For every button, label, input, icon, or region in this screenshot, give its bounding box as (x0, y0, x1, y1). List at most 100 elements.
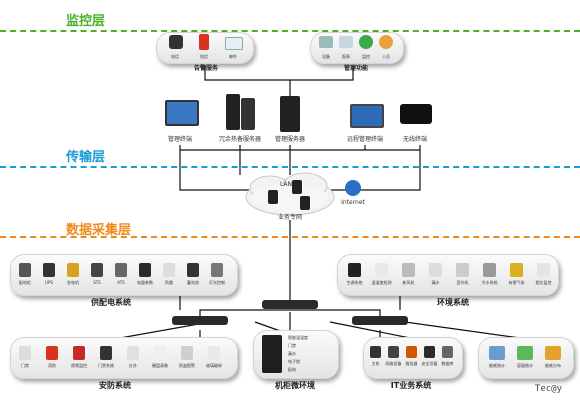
security-item-label: 门禁 (21, 363, 29, 368)
email-icon (225, 37, 243, 50)
rack-item-label: 门禁 (288, 343, 296, 348)
power-caption: 供配电系统 (91, 298, 131, 307)
it-device-icon (388, 346, 399, 358)
security-item-label: 玻璃破碎 (206, 363, 222, 368)
security-item-label: 防盗报警 (179, 363, 195, 368)
layer-title-monitor: 监控层 (66, 14, 106, 29)
power-device-icon (187, 263, 199, 277)
business-network-label: 业务专网 (277, 214, 302, 221)
env-item-label: 空调系统 (346, 280, 363, 285)
manage-item-2: 报表 (342, 54, 350, 59)
env-item-label: 新风机 (402, 280, 415, 285)
env-device-icon (375, 263, 388, 277)
network-switch-icon-left (172, 316, 228, 325)
stats-item-label: 能耗分布 (545, 363, 561, 368)
env-item-label: 漏水 (431, 280, 440, 285)
security-device-icon (100, 346, 112, 360)
env-device-icon (510, 263, 523, 277)
env-item-label: 温湿度检测 (371, 280, 392, 285)
it-device-icon (406, 346, 417, 358)
env-item-label: 室外机 (456, 280, 469, 285)
power-device-icon (91, 263, 103, 277)
stats-device-icon (489, 346, 505, 360)
internet-label: Internet (341, 199, 365, 206)
env-device-icon (483, 263, 496, 277)
laptop-icon (350, 104, 384, 128)
monitor-icon (359, 35, 373, 49)
network-switch-icon-right (352, 316, 408, 325)
rack-cabinet-icon (262, 335, 282, 373)
power-device-icon (115, 263, 127, 277)
security-item-label: 硬盘录像 (152, 363, 168, 368)
server-label-3: 管理服务器 (274, 136, 305, 143)
env-item-label: 相位监控 (535, 280, 552, 285)
security-item-label: 门禁系统 (98, 363, 114, 368)
it-item-label: 网络设备 (385, 361, 402, 366)
panel-environment: 空调系统 温湿度检测 新风机 漏水 室外机 冷水系统 有害气体 相位监控 (337, 254, 559, 296)
rack-item-label: 漏水 (288, 351, 296, 356)
power-item-label: 配电柜 (19, 280, 31, 285)
panel-it-business: 主机网络设备服务器安全设备数据库 (363, 337, 463, 379)
server-label-1: 管理终端 (167, 136, 192, 143)
alarm-service-caption: 告警服务 (193, 65, 218, 72)
alarm-item-1: 电话 (171, 54, 179, 59)
server-label-5: 无线终端 (402, 136, 427, 143)
server-label-4: 远程管理终端 (346, 136, 383, 143)
power-item-label: 蓄电池 (187, 280, 199, 285)
layer-title-transport: 传输层 (66, 150, 106, 165)
power-item-label: 电量参数 (137, 280, 153, 285)
power-item-label: UPS (45, 280, 53, 285)
env-item-label: 冷水系统 (481, 280, 498, 285)
lan-server-icon (268, 190, 278, 204)
power-item-label: 灯光控制 (209, 280, 225, 285)
power-device-icon (43, 263, 55, 277)
manage-item-1: 设备 (322, 54, 330, 59)
env-device-icon (537, 263, 550, 277)
security-item-label: 消防 (48, 363, 56, 368)
lan-server-icon-3 (300, 196, 310, 210)
env-item-label: 有害气体 (508, 280, 525, 285)
internet-globe-icon (345, 180, 361, 196)
layer-title-collect: 数据采集层 (66, 223, 132, 238)
report-icon (339, 36, 353, 48)
divider-transport (0, 166, 580, 168)
stats-device-icon (517, 346, 533, 360)
it-item-label: 服务器 (405, 361, 418, 366)
rack-item-label: 电子锁 (288, 359, 300, 364)
power-device-icon (19, 263, 31, 277)
management-server-icon (280, 96, 300, 132)
power-device-icon (67, 263, 79, 277)
server-label-2: 冗余热备服务器 (218, 136, 261, 143)
security-device-icon (46, 346, 58, 360)
power-item-label: 发电机 (67, 280, 79, 285)
alarm-item-2: 短信 (200, 54, 208, 59)
panel-rack: 智能温湿度门禁漏水电子锁配电 (253, 330, 339, 379)
manage-item-3: 监控 (362, 54, 370, 59)
security-device-icon (208, 346, 220, 360)
security-item-label: 红外 (129, 363, 137, 368)
security-device-icon (19, 346, 31, 360)
rack-item-label: 智能温湿度 (288, 335, 308, 340)
env-device-icon (402, 263, 415, 277)
watermark: Tec@y (534, 384, 562, 394)
panel-statistics: 能耗统计 容量统计 能耗分布 (478, 337, 574, 379)
divider-monitor (0, 30, 580, 32)
security-item-label: 视频监控 (71, 363, 87, 368)
network-switch-icon (262, 300, 318, 309)
mobile-phone-icon (199, 34, 209, 50)
it-item-label: 安全设备 (421, 361, 438, 366)
person-icon (379, 35, 393, 49)
power-device-icon (139, 263, 151, 277)
device-icon (319, 36, 333, 48)
lan-server-icon-2 (292, 180, 302, 194)
it-item-label: 数据库 (441, 361, 454, 366)
panel-management: 设备 报表 监控 人员 (310, 32, 404, 64)
monitor-terminal-icon (165, 100, 199, 126)
stats-item-label: 能耗统计 (489, 363, 505, 368)
it-device-icon (442, 346, 453, 358)
environment-caption: 环境系统 (437, 298, 469, 307)
it-item-label: 主机 (371, 361, 380, 366)
stats-item-label: 容量统计 (517, 363, 533, 368)
management-caption: 管理功能 (343, 65, 368, 72)
